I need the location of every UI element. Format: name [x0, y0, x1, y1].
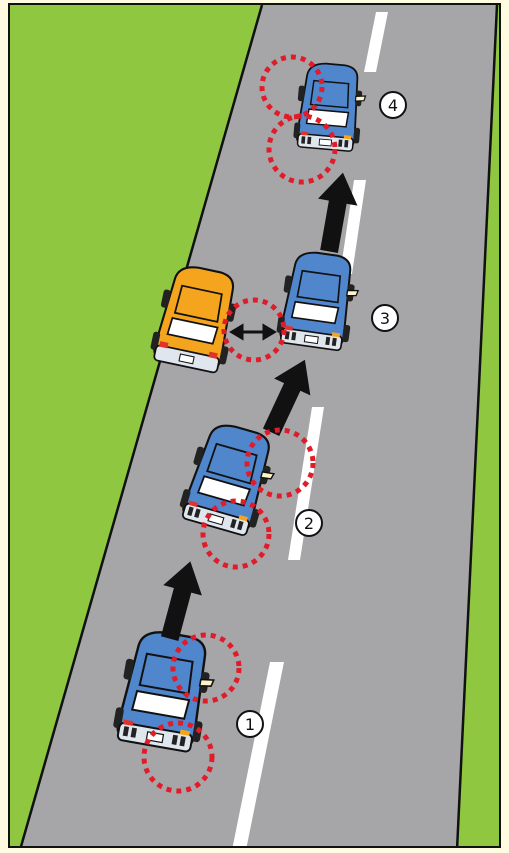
- step-marker-2: 2: [296, 510, 322, 536]
- step-marker-1: 1: [237, 711, 263, 737]
- svg-text:2: 2: [304, 514, 314, 533]
- svg-text:1: 1: [245, 715, 255, 734]
- svg-text:3: 3: [380, 309, 390, 328]
- step-marker-4: 4: [380, 92, 406, 118]
- step-marker-3: 3: [372, 305, 398, 331]
- svg-text:4: 4: [388, 96, 398, 115]
- road-scene: 1 2 3 4: [10, 5, 501, 848]
- illustration-frame: 1 2 3 4: [8, 3, 501, 848]
